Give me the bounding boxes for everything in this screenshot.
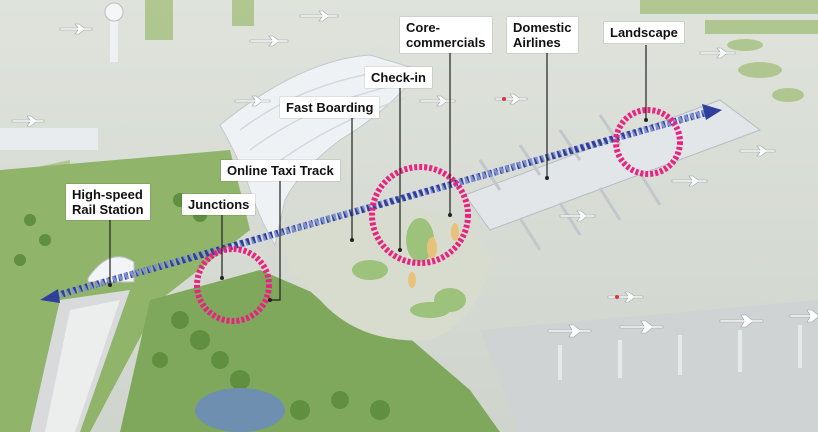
ring-junctions: [194, 246, 272, 324]
tree-clusters: [14, 193, 390, 420]
top-left-building: [0, 128, 98, 150]
label-check-in-text: Check-in: [371, 70, 426, 85]
walkway-arrowhead-right: [702, 104, 722, 120]
lower-jetbridges: [558, 325, 802, 380]
rail-platform: [45, 300, 120, 432]
plaza-sculptures: [408, 223, 459, 288]
label-junctions-text: Junctions: [188, 197, 250, 212]
lower-piers: [480, 300, 818, 432]
leader-endpoints: [108, 118, 648, 302]
label-domestic-airlines-line2: Airlines: [513, 35, 561, 50]
label-landscape-text: Landscape: [610, 25, 678, 40]
label-core-commercials: Core- commercials: [400, 17, 492, 53]
label-check-in: Check-in: [365, 67, 432, 88]
label-domestic-airlines-line1: Domestic: [513, 20, 572, 35]
control-tower: [110, 8, 118, 62]
pond: [195, 388, 285, 432]
label-core-commercials-line2: commercials: [406, 35, 486, 50]
ring-landscape: [613, 107, 683, 177]
highlight-rings: [194, 107, 683, 324]
rail-station-roof: [87, 256, 135, 283]
label-landscape: Landscape: [604, 22, 684, 43]
parked-aircraft: [11, 10, 818, 338]
label-online-taxi-track: Online Taxi Track: [221, 160, 340, 181]
label-fast-boarding-text: Fast Boarding: [286, 100, 374, 115]
plaza-gardens: [352, 218, 466, 318]
walkway-arrowhead-left: [40, 289, 60, 303]
control-tower-top: [104, 2, 124, 22]
lower-green-zone: [120, 270, 500, 432]
label-high-speed-rail-station: High-speed Rail Station: [66, 184, 150, 220]
label-domestic-airlines: Domestic Airlines: [507, 17, 578, 53]
label-fast-boarding: Fast Boarding: [280, 97, 380, 118]
label-junctions: Junctions: [182, 194, 256, 215]
label-high-speed-rail-line1: High-speed: [72, 187, 143, 202]
ring-core-commercials: [369, 164, 471, 266]
walkway-arrow: [40, 104, 722, 303]
label-online-taxi-track-text: Online Taxi Track: [227, 163, 334, 178]
red-tail-aircraft: [502, 97, 619, 299]
label-core-commercials-line1: Core-: [406, 20, 440, 35]
leader-lines: [109, 45, 647, 301]
label-high-speed-rail-line2: Rail Station: [72, 202, 144, 217]
